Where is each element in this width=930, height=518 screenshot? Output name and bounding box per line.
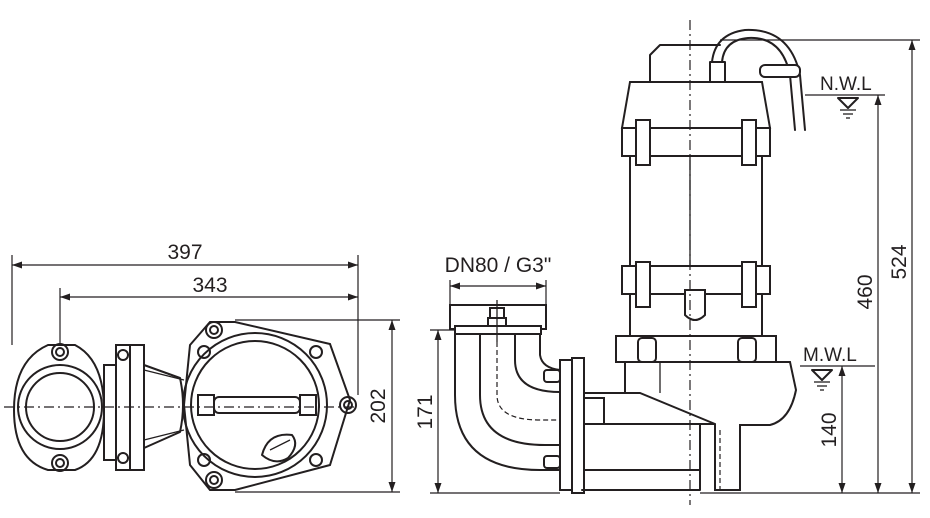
- mwl-marker: M.W.L: [800, 345, 875, 391]
- pump-volute: [624, 361, 798, 491]
- side-view: DN80 / G3" 171 N.W.L M.W.L: [414, 20, 920, 505]
- mwl-height-label: 140: [818, 412, 841, 447]
- nwl-label: N.W.L: [820, 74, 872, 95]
- outlet-height-label: 171: [414, 394, 437, 429]
- pedestal-flange: [543, 357, 605, 494]
- dim-overall-width: 397: [11, 241, 359, 395]
- dim-overall-height: 524: [888, 40, 916, 493]
- overall-width-label: 397: [167, 241, 202, 264]
- dim-nwl-height: 460: [854, 95, 882, 493]
- dim-flange-height: 202: [235, 319, 400, 493]
- elbow-pipe: [454, 333, 561, 471]
- pump-motor: [615, 28, 806, 363]
- dim-bolt-span: 343: [59, 274, 358, 345]
- overall-height-label: 524: [888, 244, 911, 279]
- dim-mwl-height: 140: [818, 366, 846, 493]
- pump-body-plan: [182, 321, 357, 491]
- nwl-marker: N.W.L: [805, 74, 885, 119]
- dim-outlet: DN80 / G3": [445, 254, 552, 305]
- guide-rail: [581, 392, 716, 491]
- outlet-size-label: DN80 / G3": [445, 254, 552, 277]
- outlet-flange: [449, 300, 547, 342]
- nwl-height-label: 460: [854, 274, 877, 309]
- flange-height-label: 202: [367, 388, 390, 423]
- dim-outlet-height: 171: [414, 329, 560, 494]
- mwl-label: M.W.L: [803, 345, 857, 366]
- plan-view: 397 343 202: [4, 241, 400, 493]
- bolt-span-label: 343: [192, 274, 227, 297]
